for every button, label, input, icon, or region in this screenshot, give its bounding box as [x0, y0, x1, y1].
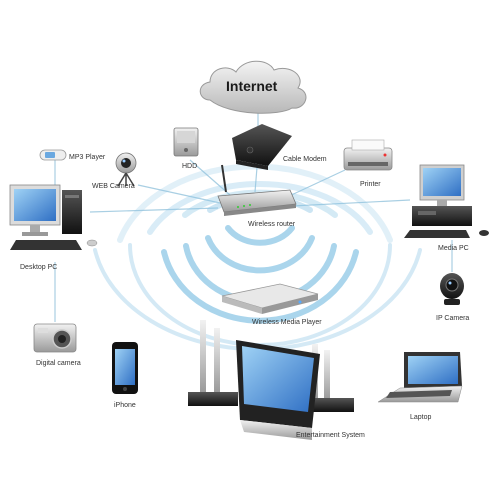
internet-label: Internet: [226, 78, 278, 94]
mp3-player-label: MP3 Player: [69, 154, 106, 161]
digital-camera-device: [33, 323, 77, 353]
link-desktop-router: [89, 207, 219, 213]
iphone-label: iPhone: [114, 402, 136, 409]
media-pc-device: [404, 164, 489, 238]
mp3-player-device: [39, 149, 67, 161]
ip-camera-device: [440, 273, 464, 305]
hdd-label: HDD: [182, 163, 198, 170]
ip-camera-label: IP Camera: [436, 315, 470, 322]
wireless-router-device: [217, 164, 297, 216]
printer-device: [343, 139, 393, 171]
cable-modem-device: [232, 124, 292, 170]
laptop-label: Laptop: [410, 414, 432, 421]
web-camera-device: [115, 152, 137, 187]
link-hdd-router: [189, 159, 231, 196]
wireless-router-label: Wireless router: [248, 221, 296, 228]
wireless-media-player-label: Wireless Media Player: [252, 319, 322, 326]
entertainment-system-device: [188, 320, 354, 440]
desktop-pc-device: [9, 184, 98, 250]
web-camera-label: WEB Camera: [92, 183, 135, 190]
wireless-media-player-device: [221, 283, 319, 314]
entertainment-system-label: Entertainment System: [296, 432, 365, 439]
printer-label: Printer: [360, 181, 381, 188]
cable-modem-label: Cable Modem: [283, 156, 327, 163]
link-mediapc-router: [291, 199, 411, 207]
desktop-pc-label: Desktop PC: [20, 264, 58, 271]
hdd-device: [173, 127, 199, 157]
iphone-device: [112, 342, 138, 394]
connection-lines: [54, 110, 453, 322]
laptop-device: [377, 352, 463, 403]
media-pc-label: Media PC: [438, 245, 469, 252]
internet-cloud: [199, 60, 307, 114]
link-webcam-router: [137, 184, 221, 204]
digital-camera-label: Digital camera: [36, 360, 81, 367]
link-printer-router: [284, 169, 346, 199]
